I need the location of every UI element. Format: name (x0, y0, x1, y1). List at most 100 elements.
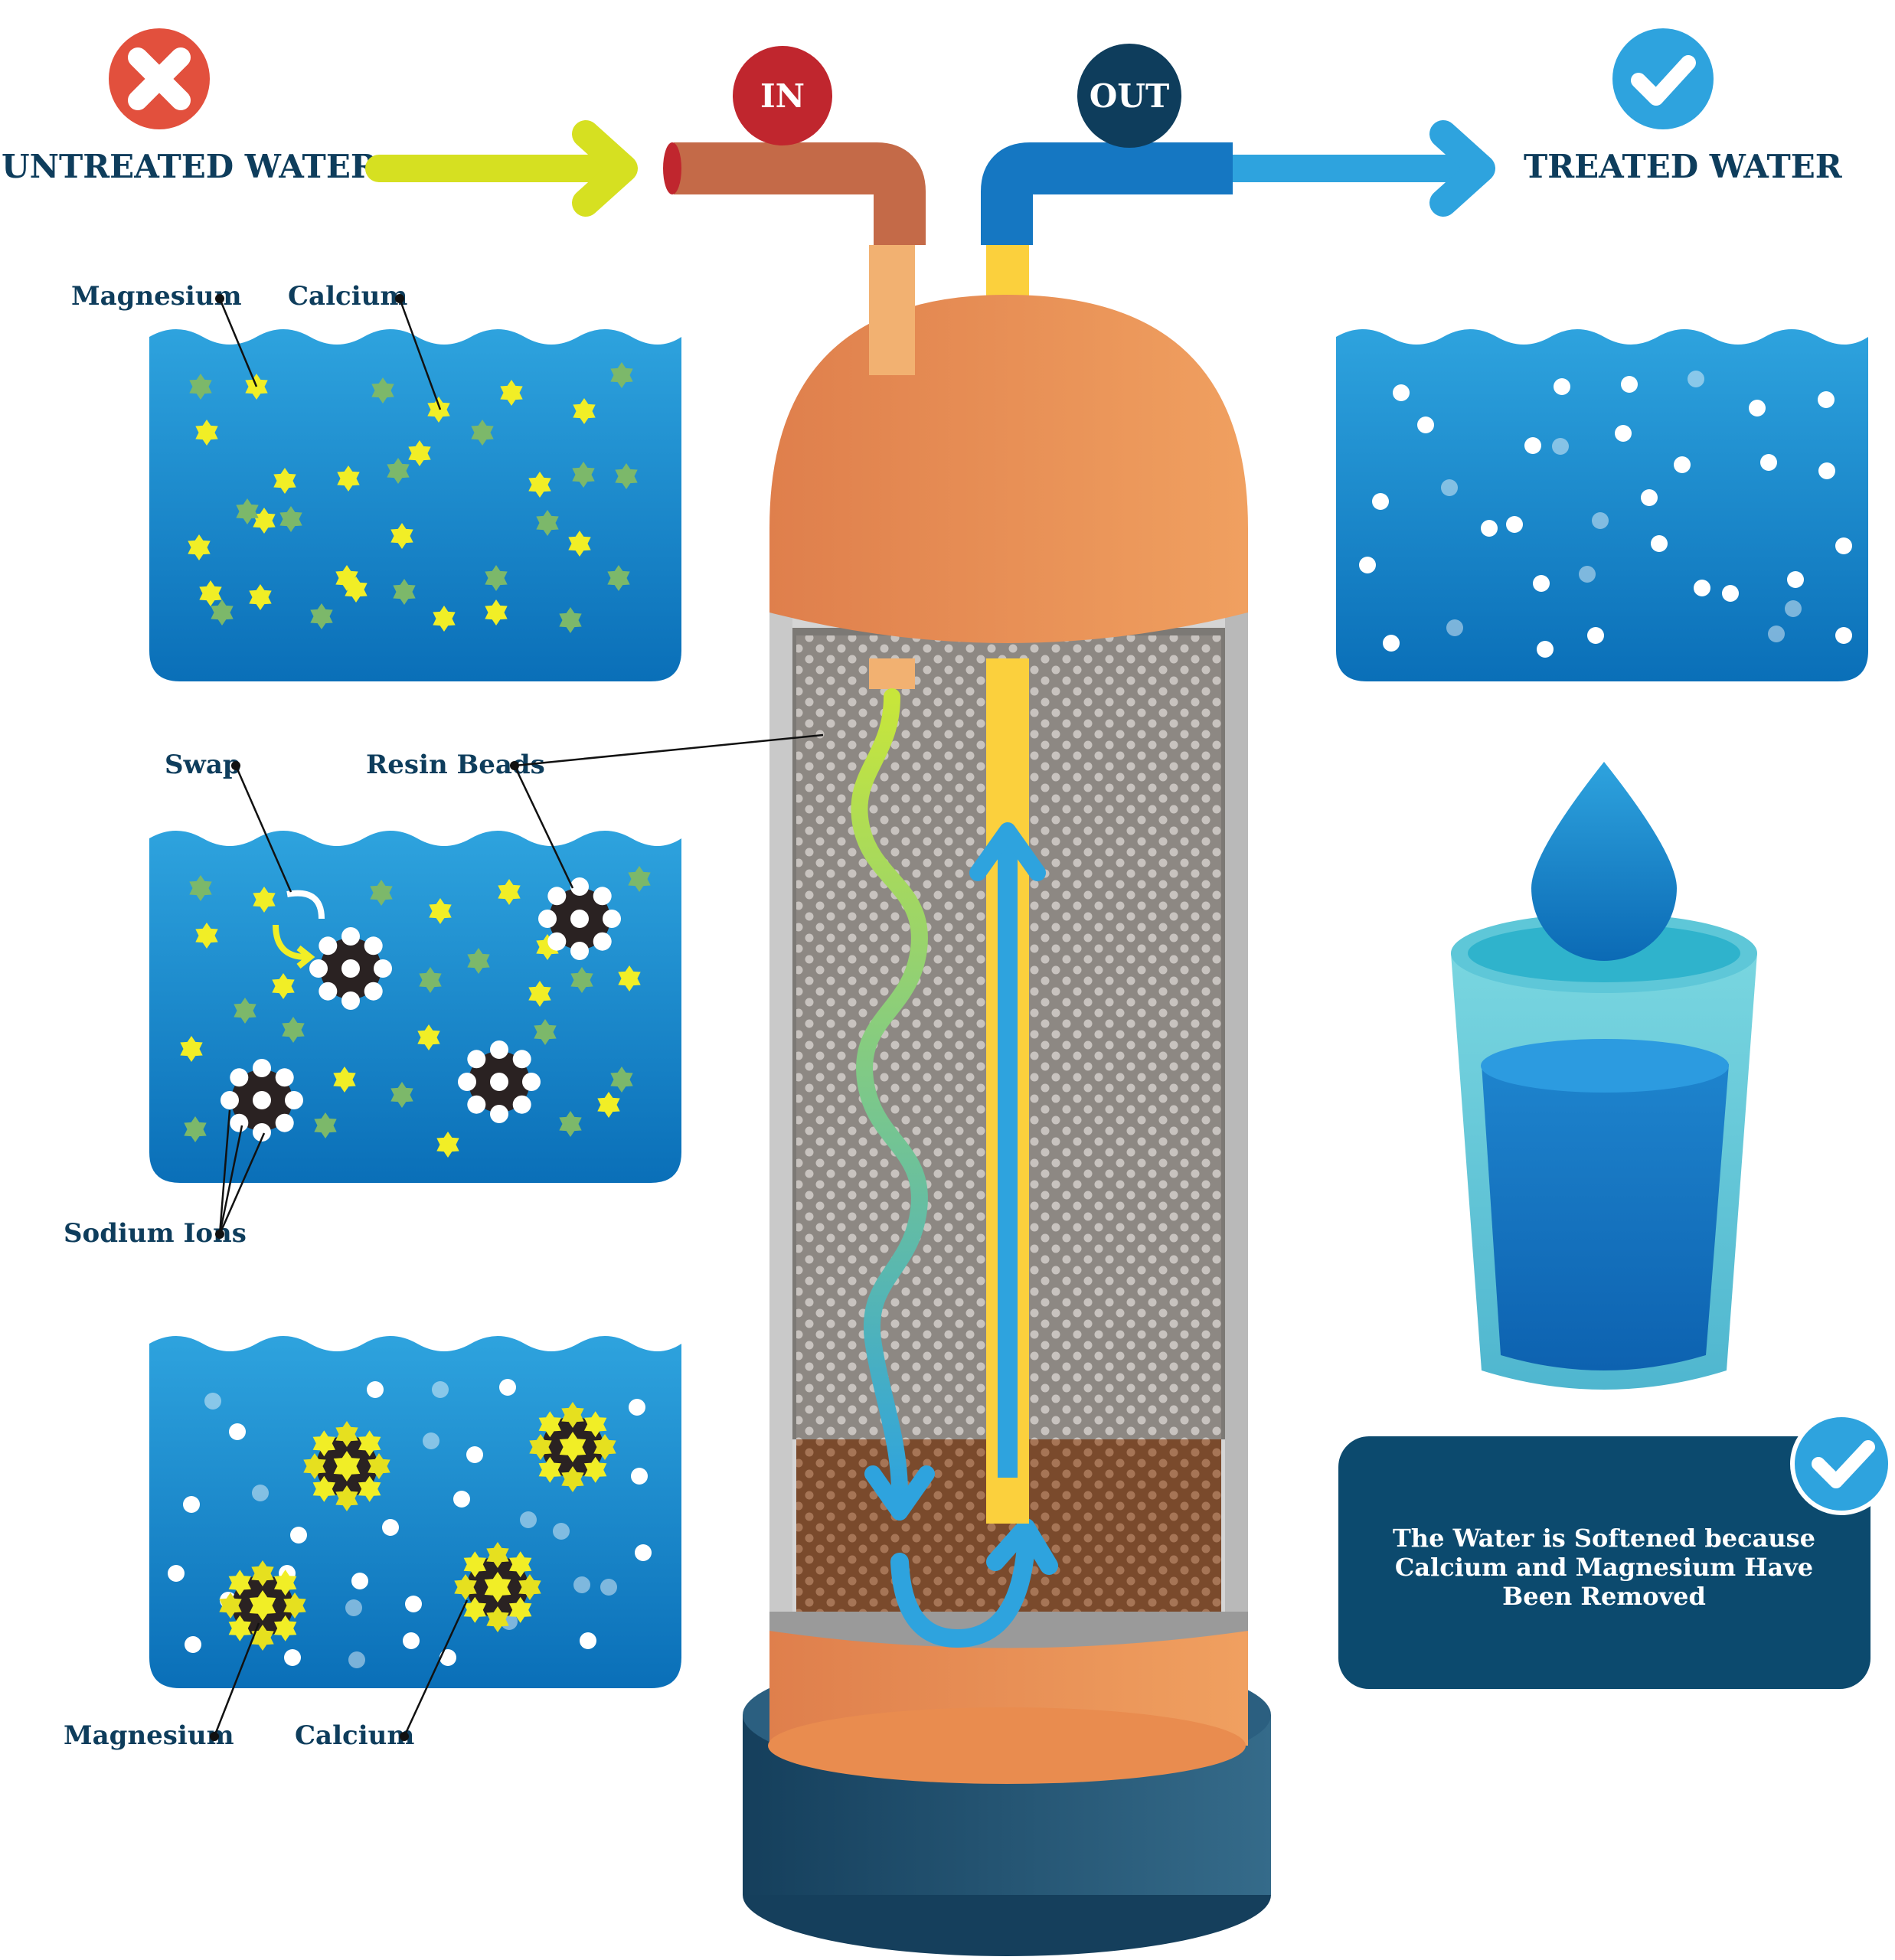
softened-exchange-panel (149, 1336, 681, 1688)
calcium-ion-icon (188, 534, 211, 560)
calcium-ion-icon (195, 420, 218, 446)
swap-arrow-icon (273, 890, 325, 969)
sodium-ion-icon (348, 1651, 365, 1668)
calcium-ion-icon (597, 1092, 620, 1118)
sodium-ion-icon (1537, 641, 1554, 658)
magnesium-label-bottom: Magnesium (64, 1720, 234, 1751)
note-line-3: Been Removed (1502, 1582, 1706, 1611)
magnesium-ion-icon (370, 880, 393, 906)
bound-ion-icon (274, 1615, 297, 1642)
bound-ion-icon (538, 1411, 561, 1438)
untreated-flow-path (851, 688, 1058, 1648)
bound-ion-icon (538, 1456, 561, 1483)
bound-ion-icon (228, 1570, 251, 1596)
swap-label: Swap (165, 750, 241, 780)
sodium-ion-icon (1579, 566, 1596, 583)
sodium-ion-icon (1592, 512, 1609, 529)
bound-ions (168, 1379, 652, 1668)
sodium-ion-icon (1694, 580, 1710, 596)
bound-ion-icon (358, 1430, 381, 1457)
calcium-ion-icon (427, 397, 450, 423)
sodium-ion-icon (520, 1511, 537, 1528)
magnesium-ion-icon (471, 420, 494, 446)
out-badge: OUT (1077, 44, 1181, 148)
bound-ion-icon (335, 1485, 358, 1511)
sodium-ion-icon (1481, 520, 1498, 537)
bound-ion-icon (463, 1551, 486, 1578)
resin-bead-icon (219, 1560, 306, 1651)
calcium-ion-icon (417, 1024, 440, 1050)
bound-ion-icon (251, 1625, 274, 1651)
calcium-ion-icon (485, 599, 508, 626)
magnesium-ion-icon (536, 510, 559, 536)
sodium-ion-icon (1785, 600, 1802, 617)
ion-exchange-panel (149, 831, 681, 1183)
bound-ion-icon (454, 1574, 477, 1600)
bound-ion-icon (312, 1430, 335, 1457)
bound-ion-icon (486, 1606, 509, 1632)
calcium-ion-icon (408, 440, 431, 466)
sodium-ion-icon (1768, 626, 1785, 642)
sodium-ion-icon (1554, 378, 1570, 395)
bound-ion-icon (518, 1574, 541, 1600)
sodium-ion-icon (1506, 516, 1523, 533)
sodium-ion-icon (466, 1446, 483, 1463)
out-badge-text: OUT (1090, 77, 1169, 115)
bound-ion-icon (559, 1432, 586, 1462)
bound-ion-icon (584, 1411, 607, 1438)
sodium-ion-icon (1372, 493, 1389, 510)
sodium-ion-icon (229, 1423, 246, 1440)
resin-bead-icon (458, 1040, 541, 1123)
resin-bead-icon (303, 1421, 390, 1511)
calcium-ion-icon (498, 879, 521, 905)
calcium-ion-icon (273, 468, 296, 494)
sodium-ion-icon (600, 1579, 617, 1596)
calcium-ion-icon (500, 380, 523, 406)
sodium-ion-icon (631, 1468, 648, 1485)
sodium-ion-icon (580, 1632, 596, 1649)
bound-ion-icon (249, 1590, 276, 1621)
exchange-ions (180, 866, 651, 1158)
calcium-ion-icon (199, 580, 222, 606)
sodium-ion-icon (204, 1393, 221, 1410)
sodium-ion-icon (1674, 456, 1691, 473)
magnesium-ion-icon (485, 565, 508, 591)
untreated-water-panel (149, 329, 681, 681)
magnesium-ion-icon (572, 462, 595, 488)
magnesium-ion-icon (189, 875, 212, 901)
note-line-2: Calcium and Magnesium Have (1395, 1553, 1813, 1582)
resin-bead-icon (454, 1542, 541, 1632)
untreated-water-label: UNTREATED WATER (2, 148, 378, 185)
magnesium-ion-icon (310, 603, 333, 629)
magnesium-ion-icon (279, 506, 302, 532)
sodium-ion-icon (439, 1649, 456, 1666)
bound-ion-icon (251, 1560, 274, 1586)
calcium-ion-icon (390, 523, 413, 549)
bound-ion-icon (529, 1434, 552, 1460)
note-check-icon (1790, 1413, 1893, 1515)
calcium-ion-icon (195, 923, 218, 949)
magnesium-ion-icon (559, 607, 582, 633)
sodium-ion-icon (1749, 400, 1766, 416)
magnesium-ion-icon (282, 1017, 305, 1043)
bound-ion-icon (561, 1402, 584, 1428)
calcium-ion-icon (180, 1036, 203, 1062)
bound-ion-icon (283, 1592, 306, 1619)
magnesium-ion-icon (559, 1111, 582, 1137)
sodium-ion-icon (1417, 416, 1434, 433)
calcium-ion-icon (253, 508, 276, 534)
sodium-ion-icon (1587, 627, 1604, 644)
untreated-flow-arrow (365, 120, 638, 217)
magnesium-ion-icon (184, 1116, 207, 1142)
bound-ion-icon (484, 1572, 511, 1602)
calcium-ion-icon (335, 565, 358, 591)
sodium-ion-icon (1688, 371, 1704, 387)
untreated-ions (188, 362, 638, 633)
calcium-ion-icon (337, 466, 360, 492)
calcium-ion-icon (249, 584, 272, 610)
calcium-ion-icon (436, 1132, 459, 1158)
resin-bead-icon (538, 877, 621, 960)
magnesium-ion-icon (390, 1082, 413, 1108)
magnesium-label-top: Magnesium (71, 281, 242, 312)
sodium-ion-icon (1552, 438, 1569, 455)
